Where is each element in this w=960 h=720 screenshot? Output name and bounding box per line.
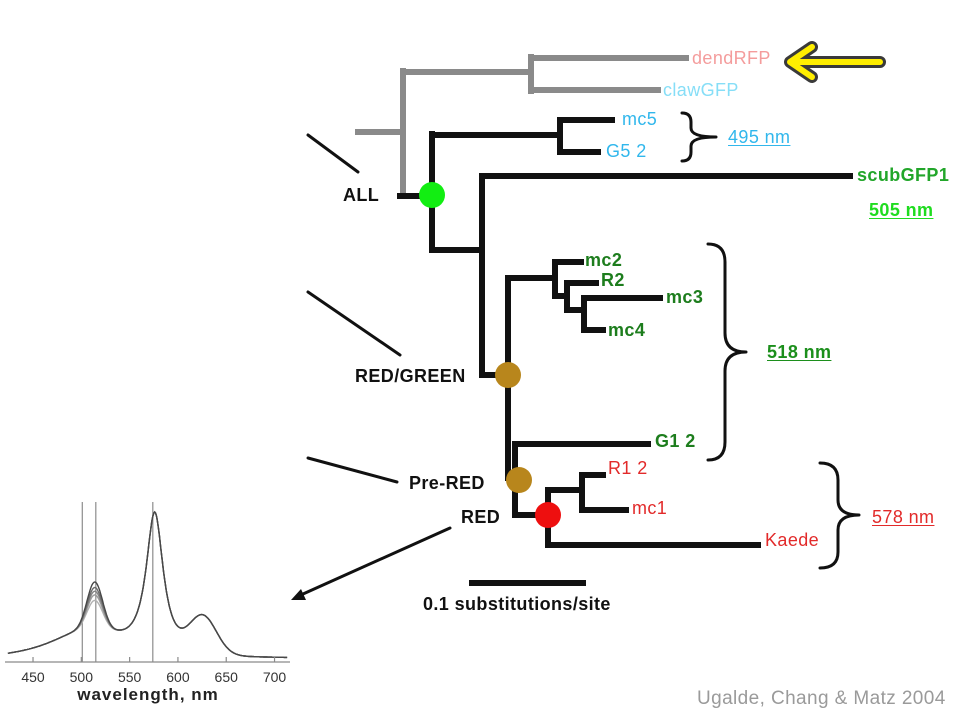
taxon-label-r1-2: R1 2: [608, 458, 648, 478]
x-tick-label: 600: [166, 669, 190, 685]
x-axis-ticks: 450 500 550 600 650 700: [21, 657, 286, 685]
wavelength-label-518: 518 nm: [767, 342, 832, 362]
emission-spectrum-inset: 450 500 550 600 650 700 wavelength, nm: [5, 502, 290, 704]
pointer-lines: [301, 133, 452, 596]
taxon-label-mc3: mc3: [666, 287, 704, 307]
taxon-label-mc4: mc4: [608, 320, 646, 340]
taxon-label-mc1: mc1: [632, 498, 668, 518]
taxon-label-scubgfp1: scubGFP1: [857, 165, 950, 185]
node-red-circle: [535, 502, 561, 528]
wavelength-label-578: 578 nm: [872, 507, 935, 527]
x-tick-label: 650: [215, 669, 239, 685]
node-label-red: RED: [461, 507, 501, 527]
spectrum-pointer-line: [301, 526, 452, 596]
node-label-pre-red: Pre-RED: [409, 473, 485, 493]
taxon-label-mc5: mc5: [622, 109, 658, 129]
x-tick-label: 550: [118, 669, 142, 685]
x-tick-label: 500: [70, 669, 94, 685]
pointer-line: [306, 290, 402, 357]
node-label-all: ALL: [343, 185, 380, 205]
x-tick-label: 700: [263, 669, 287, 685]
wavelength-label-495: 495 nm: [728, 127, 791, 147]
citation: Ugalde, Chang & Matz 2004: [697, 688, 946, 709]
braces: [680, 111, 861, 570]
spectrum-curve: [7, 510, 288, 659]
node-label-red-green: RED/GREEN: [355, 366, 466, 386]
brace-578: [818, 461, 861, 570]
spectrum-curves: [7, 510, 288, 659]
x-axis-label: wavelength, nm: [76, 685, 219, 704]
taxon-label-r2: R2: [601, 270, 625, 290]
node-all-circle: [419, 182, 445, 208]
x-tick-label: 450: [21, 669, 45, 685]
highlight-arrow: [784, 41, 886, 83]
outgroup-branches: [355, 54, 689, 196]
taxon-label-clawgfp: clawGFP: [663, 80, 739, 100]
spectrum-curve: [7, 510, 288, 659]
taxon-label-mc2: mc2: [585, 250, 623, 270]
taxon-label-kaede: Kaede: [765, 530, 820, 550]
brace-518: [706, 242, 748, 462]
spectrum-curve: [7, 510, 288, 659]
scale-bar-label: 0.1 substitutions/site: [423, 594, 611, 614]
arrowhead-icon: [291, 589, 306, 600]
taxon-label-g5-2: G5 2: [606, 141, 647, 161]
marker-lines: [81, 502, 154, 662]
taxon-label-g1-2: G1 2: [655, 431, 696, 451]
pointer-line: [306, 133, 360, 174]
node-pre-red-circle: [506, 467, 532, 493]
spectrum-curve: [7, 510, 288, 659]
spectrum-curve: [7, 510, 288, 659]
arrow-left-icon: [787, 44, 883, 80]
brace-495: [680, 111, 718, 163]
pointer-line: [306, 456, 399, 484]
node-red-green-circle: [495, 362, 521, 388]
wavelength-label-505: 505 nm: [869, 200, 934, 220]
taxon-label-dendrfp: dendRFP: [692, 48, 771, 68]
